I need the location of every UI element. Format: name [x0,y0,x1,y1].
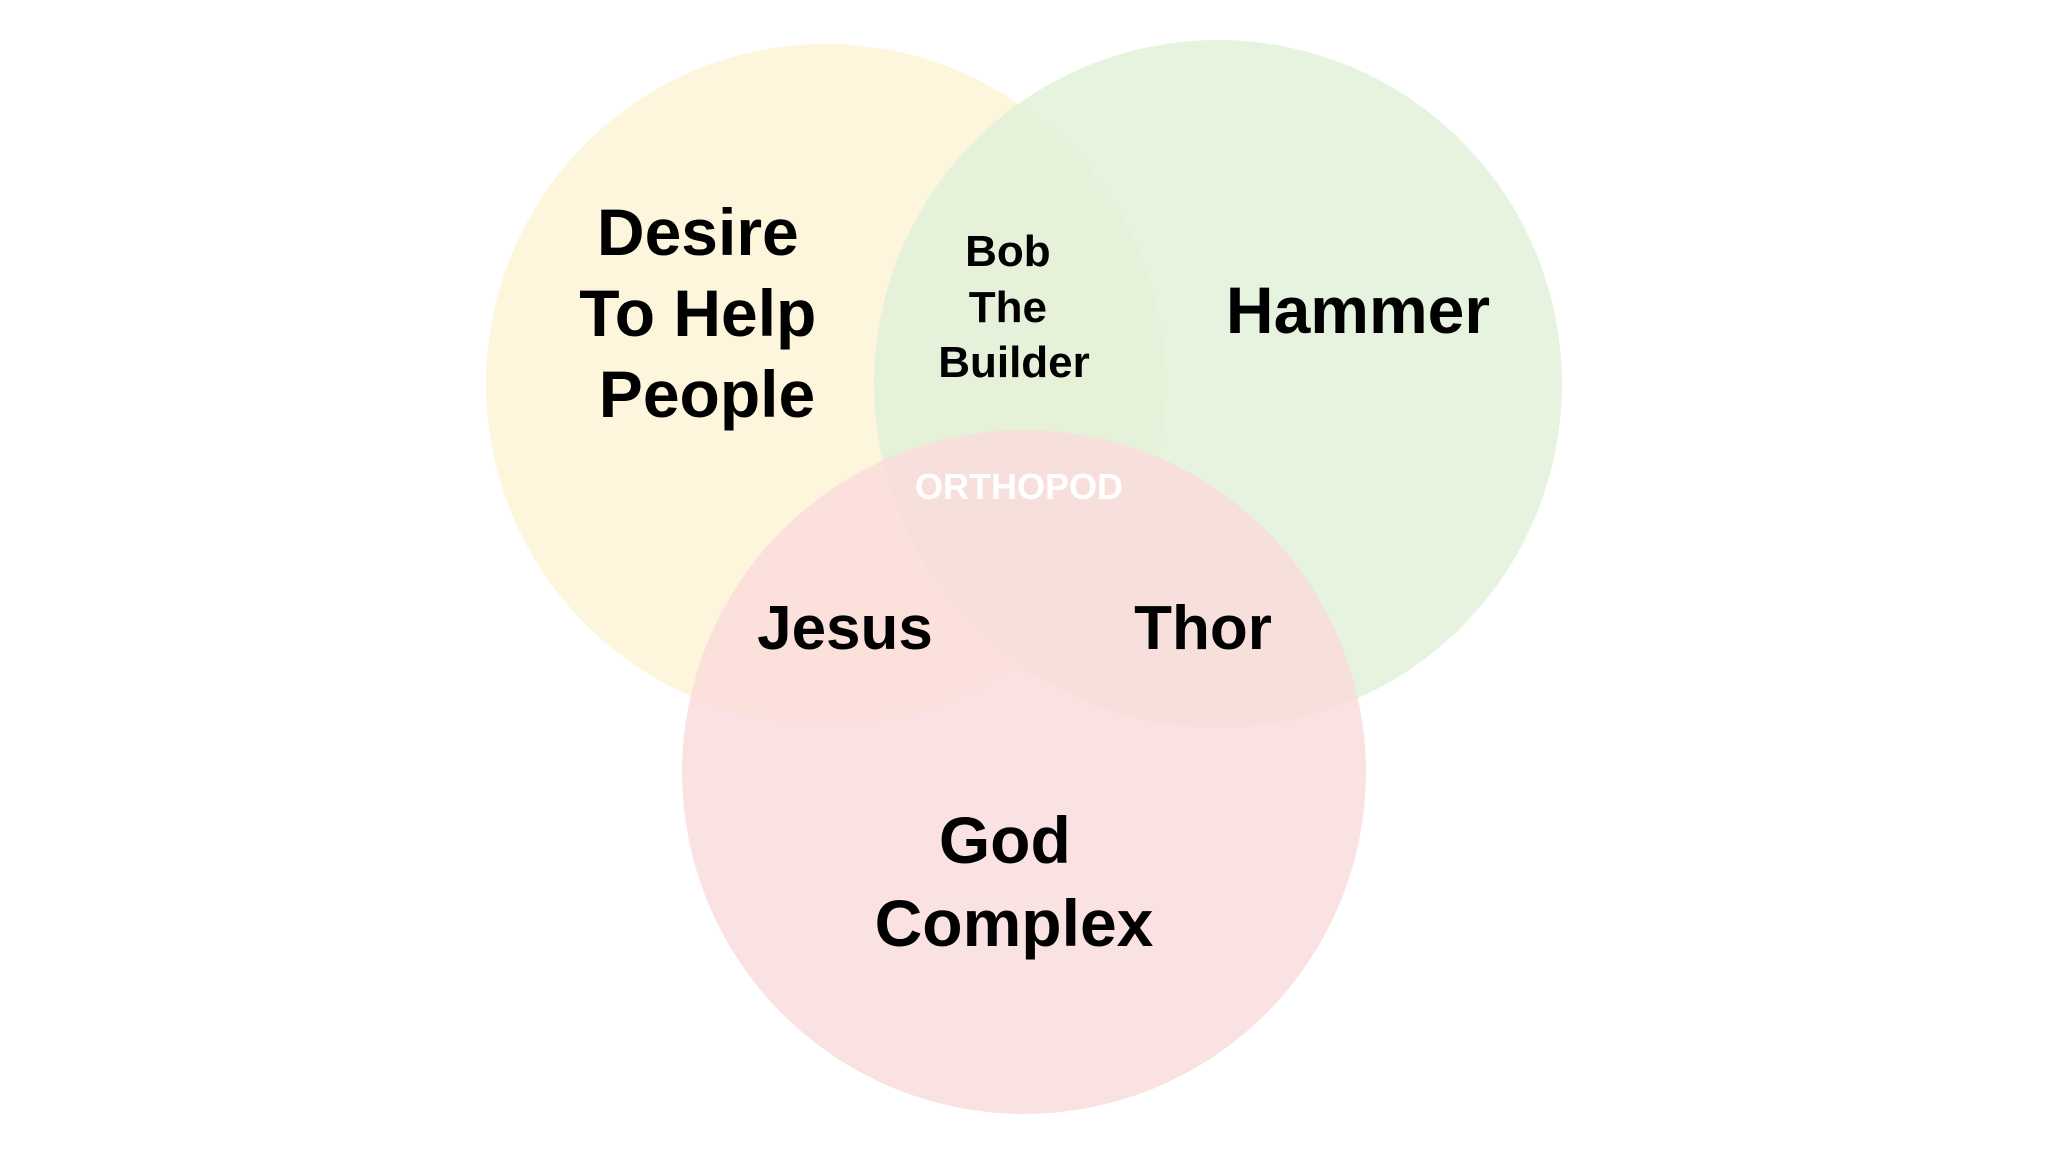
overlap-hammer-god-label: Thor [1134,594,1272,663]
set-god-label: God Complex [875,803,1154,960]
overlap-desire-hammer-label: Bob The Builder [938,227,1090,387]
set-desire-label: Desire To Help People [579,195,834,431]
overlap-desire-god-label: Jesus [757,594,933,663]
overlap-center-label: ORTHOPOD [915,466,1123,507]
set-hammer-label: Hammer [1226,273,1490,347]
set-god-circle [682,430,1366,1114]
